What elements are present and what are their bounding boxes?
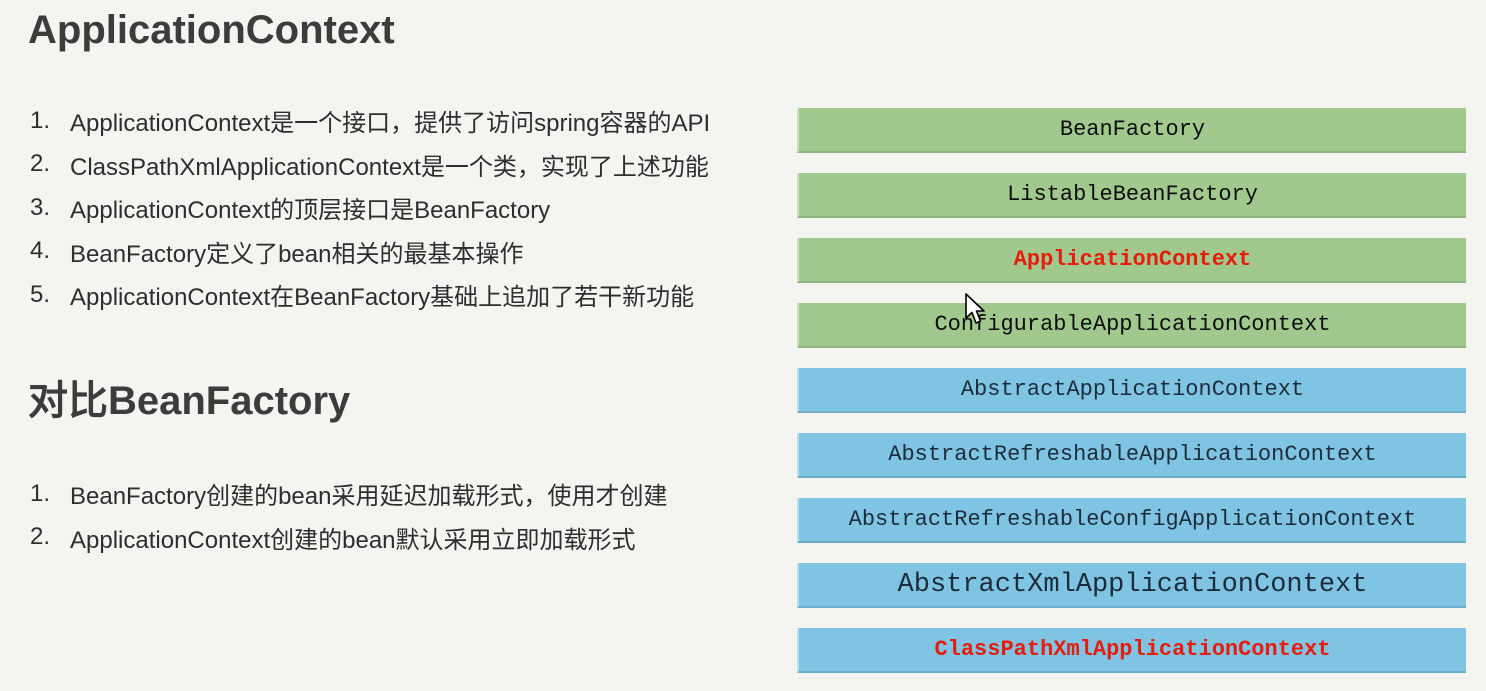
hierarchy-bar-abstractxmlapplicationcontext: AbstractXmlApplicationContext <box>797 563 1466 608</box>
page-title: ApplicationContext <box>28 8 395 52</box>
list-item: BeanFactory创建的bean采用延迟加载形式，使用才创建 <box>70 483 668 511</box>
hierarchy-bar-applicationcontext: ApplicationContext <box>797 238 1466 283</box>
list-item: BeanFactory定义了bean相关的最基本操作 <box>70 240 524 268</box>
hierarchy-bar-abstractrefreshableconfigapplicationcontext: AbstractRefreshableConfigApplicationCont… <box>797 498 1466 543</box>
list-item: ApplicationContext是一个接口，提供了访问spring容器的AP… <box>70 110 711 138</box>
hierarchy-bar-abstractrefreshableapplicationcontext: AbstractRefreshableApplicationContext <box>797 433 1466 478</box>
hierarchy-bar-configurableapplicationcontext: ConfigurableApplicationContext <box>797 303 1466 348</box>
list-item: ApplicationContext在BeanFactory基础上追加了若干新功… <box>70 284 695 312</box>
list-item: ClassPathXmlApplicationContext是一个类，实现了上述… <box>70 153 709 181</box>
list-item: ApplicationContext的顶层接口是BeanFactory <box>70 197 551 225</box>
list-item: ApplicationContext创建的bean默认采用立即加载形式 <box>70 526 636 554</box>
hierarchy-bar-listablebeanfactory: ListableBeanFactory <box>797 173 1466 218</box>
compare-beanfactory-heading: 对比BeanFactory <box>28 379 351 423</box>
compare-beanfactory-list: BeanFactory创建的bean采用延迟加载形式，使用才创建 Applicat… <box>30 472 770 559</box>
application-context-list: ApplicationContext是一个接口，提供了访问spring容器的AP… <box>30 99 770 317</box>
hierarchy-bar-beanfactory: BeanFactory <box>797 108 1466 153</box>
hierarchy-bar-classpathxmlapplicationcontext: ClassPathXmlApplicationContext <box>797 628 1466 673</box>
hierarchy-bar-abstractapplicationcontext: AbstractApplicationContext <box>797 368 1466 413</box>
